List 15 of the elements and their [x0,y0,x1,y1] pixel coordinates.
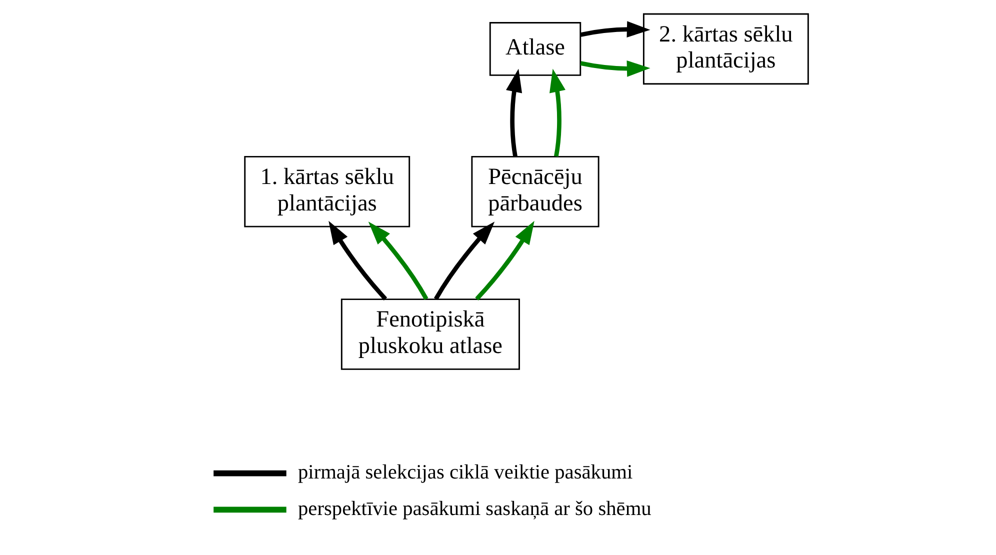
node-box: Pēcnācēju pārbaudes [470,156,599,228]
node-box: 2. kārtas sēklu plantācijas [642,13,808,85]
node-box: Atlase [488,22,581,76]
arrow [368,222,428,300]
node-box: Fenotipiskā pluskoku atlase [340,298,520,370]
legend-label: perspektīvie pasākumi saskaņā ar šo shēmu [297,498,651,520]
arrow [474,220,534,300]
arrow [328,220,387,300]
node-box: 1. kārtas sēklu plantācijas [244,156,410,228]
arrow [580,21,650,38]
arrow [506,68,522,157]
arrow [549,68,565,157]
legend-label: pirmajā selekcijas ciklā veiktie pasākumi [297,462,632,484]
arrow [580,60,650,77]
arrow [433,222,494,300]
